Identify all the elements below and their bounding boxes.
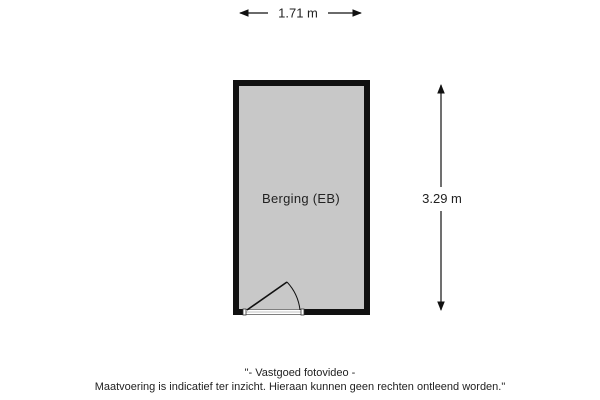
room-floor — [239, 86, 364, 309]
footer-company-line: "- Vastgoed fotovideo - — [244, 367, 356, 379]
footer-disclaimer-line: Maatvoering is indicatief ter inzicht. H… — [94, 381, 506, 393]
floorplan-drawing: 1.71 m Berging (EB) 3.29 m — [233, 6, 462, 316]
door-jamb-right — [300, 308, 305, 316]
disclaimer-footer: "- Vastgoed fotovideo - Maatvoering is i… — [0, 366, 600, 394]
door-jamb-left — [242, 308, 247, 316]
door-swing-arc — [286, 281, 301, 311]
length-dimension-label: 3.29 m — [422, 191, 462, 206]
door-leaf — [246, 281, 288, 311]
width-dimension-label: 1.71 m — [278, 6, 318, 21]
room-label: Berging (EB) — [262, 191, 340, 206]
